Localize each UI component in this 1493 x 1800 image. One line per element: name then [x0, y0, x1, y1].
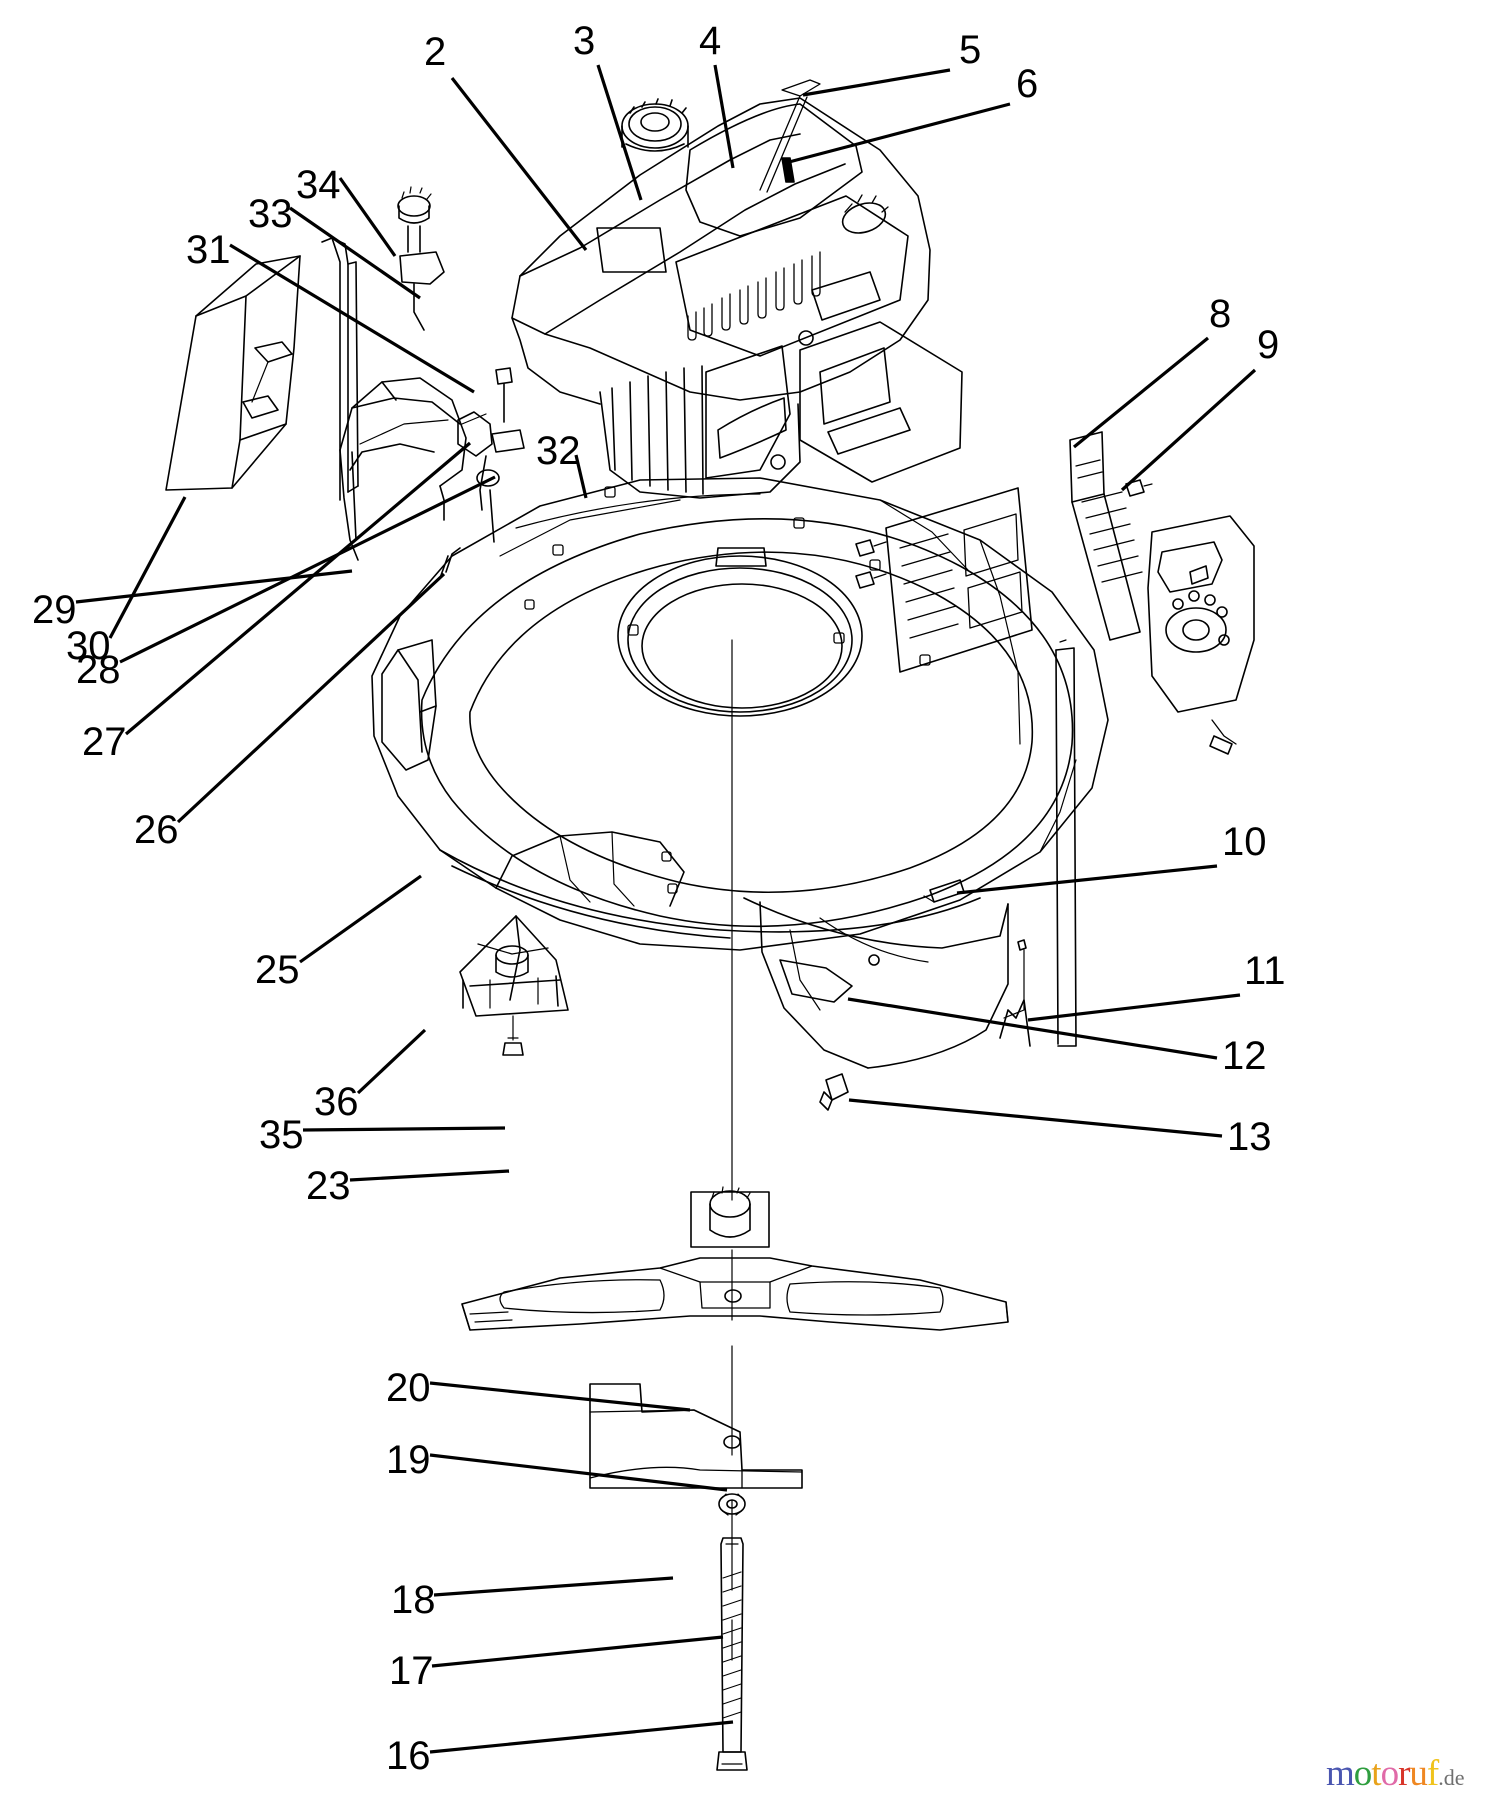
- leader-line-12: [847, 997, 1218, 1060]
- dipstick-34: [397, 186, 445, 331]
- handle-bail-29: [339, 377, 467, 561]
- blade-bolt-16: [716, 1537, 748, 1771]
- rear-skirt-11: [743, 639, 1077, 1111]
- callout-number-10: 10: [1222, 820, 1267, 864]
- callout-number-12: 12: [1222, 1034, 1267, 1078]
- leader-line-20: [429, 1381, 691, 1412]
- leader-line-17: [431, 1635, 724, 1668]
- leader-line-30: [108, 496, 187, 639]
- callout-number-20: 20: [386, 1366, 431, 1410]
- watermark-suffix: .de: [1438, 1765, 1465, 1790]
- callout-number-17: 17: [389, 1649, 434, 1693]
- leader-line-13: [848, 1098, 1223, 1138]
- callout-number-29: 29: [32, 588, 77, 632]
- leader-line-26: [176, 572, 446, 824]
- leader-line-6: [788, 102, 1011, 164]
- leader-line-27: [124, 441, 472, 736]
- leader-line-16: [429, 1720, 734, 1754]
- leader-line-8: [1072, 336, 1210, 449]
- callout-number-32: 32: [536, 429, 581, 473]
- leader-line-36: [356, 1028, 427, 1095]
- leader-line-11: [1027, 993, 1241, 1022]
- callout-number-30: 30: [66, 624, 111, 668]
- watermark-letter-5: u: [1409, 1753, 1427, 1794]
- callout-number-9: 9: [1257, 323, 1280, 367]
- callout-number-26: 26: [134, 808, 179, 852]
- leader-line-5: [802, 68, 951, 97]
- engine-assembly: [511, 79, 963, 499]
- leader-line-19: [429, 1453, 728, 1492]
- motoruf-watermark: motoruf.de: [1326, 1752, 1464, 1795]
- leader-line-28: [119, 475, 496, 664]
- leader-line-35: [302, 1126, 506, 1132]
- callout-number-6: 6: [1016, 62, 1039, 106]
- leader-line-9: [1120, 368, 1257, 492]
- callout-number-33: 33: [248, 192, 293, 236]
- blade-nut-20: [690, 1186, 770, 1248]
- callout-number-8: 8: [1209, 292, 1232, 336]
- callout-number-35: 35: [259, 1113, 304, 1157]
- callout-number-23: 23: [306, 1164, 351, 1208]
- leader-line-2: [450, 77, 588, 251]
- rod-bracket-31: [321, 237, 359, 501]
- leader-line-25: [299, 874, 422, 964]
- leader-line-34: [338, 177, 397, 257]
- callout-number-34: 34: [296, 163, 341, 207]
- mower-deck-housing: [371, 477, 1109, 951]
- leader-line-23: [349, 1169, 510, 1182]
- leader-line-18: [433, 1576, 674, 1597]
- leader-line-4: [713, 64, 735, 169]
- callout-number-2: 2: [424, 30, 447, 74]
- watermark-letter-4: r: [1398, 1753, 1410, 1794]
- watermark-letter-6: f: [1426, 1753, 1439, 1794]
- callout-number-18: 18: [391, 1578, 436, 1622]
- cutting-blade-19: [461, 1257, 1009, 1331]
- leader-line-33: [289, 206, 421, 300]
- callout-number-16: 16: [386, 1734, 431, 1778]
- callout-number-25: 25: [255, 948, 300, 992]
- watermark-letter-0: m: [1326, 1753, 1355, 1794]
- callout-number-11: 11: [1244, 949, 1286, 993]
- leader-line-29: [75, 569, 353, 604]
- callout-number-3: 3: [573, 19, 596, 63]
- watermark-letter-1: o: [1353, 1753, 1372, 1794]
- callout-number-28: 28: [76, 648, 121, 692]
- watermark-letter-2: t: [1371, 1753, 1381, 1794]
- blade-washer-17: [718, 1493, 746, 1516]
- height-adjust-plate: [1147, 515, 1255, 755]
- side-grille-8: [855, 431, 1153, 673]
- callout-number-31: 31: [186, 228, 231, 272]
- callout-number-4: 4: [699, 19, 722, 63]
- deflector-shield-30: [165, 255, 301, 491]
- leader-line-31: [229, 243, 475, 394]
- watermark-letter-3: o: [1380, 1753, 1399, 1794]
- blade-adapter-bracket-36: [459, 915, 569, 1056]
- callout-number-19: 19: [386, 1438, 431, 1482]
- callout-number-13: 13: [1227, 1115, 1272, 1159]
- callout-number-36: 36: [314, 1080, 359, 1124]
- callout-number-5: 5: [959, 28, 982, 72]
- leader-line-10: [956, 864, 1218, 895]
- leader-line-32: [574, 454, 588, 499]
- callout-number-27: 27: [82, 720, 127, 764]
- leader-line-3: [596, 64, 643, 201]
